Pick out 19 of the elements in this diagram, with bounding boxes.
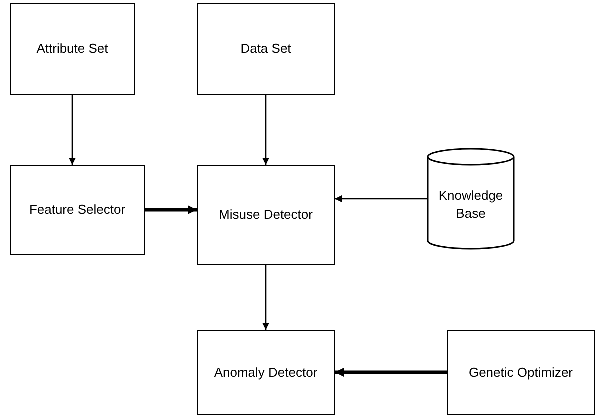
arrow: [262, 265, 270, 330]
process-box: [197, 3, 335, 95]
process-box: [197, 165, 335, 265]
node-label: Misuse Detector: [219, 206, 313, 224]
node-label: Anomaly Detector: [214, 364, 318, 382]
node-label: Genetic Optimizer: [468, 364, 574, 382]
process-box: [10, 3, 135, 95]
arrow: [262, 95, 270, 165]
node-label: Attribute Set: [36, 40, 108, 58]
arrow: [335, 196, 427, 202]
process-box: [10, 165, 145, 255]
node-label: Knowledge Base: [438, 187, 504, 223]
process-box: [197, 330, 335, 415]
arrow: [335, 368, 447, 377]
node-label: Feature Selector: [29, 201, 126, 219]
process-box: [447, 330, 595, 415]
arrow: [145, 206, 197, 214]
node-label: Data Set: [240, 40, 292, 58]
arrow: [69, 95, 76, 165]
